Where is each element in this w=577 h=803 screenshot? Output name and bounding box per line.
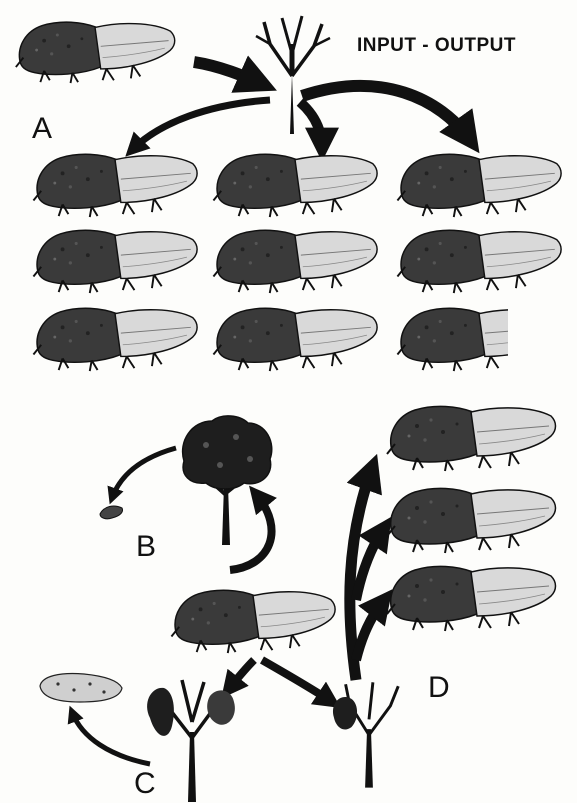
label-c: C bbox=[134, 767, 156, 800]
arrow-icon bbox=[112, 448, 176, 498]
beetle-icon bbox=[387, 566, 556, 631]
arrow-icon bbox=[300, 102, 322, 148]
larva-icon bbox=[40, 674, 122, 703]
beetle-icon bbox=[397, 154, 561, 217]
beetle-icon bbox=[171, 590, 335, 653]
diagram-title: INPUT - OUTPUT bbox=[357, 35, 516, 56]
label-d: D bbox=[428, 671, 450, 704]
beetle-icon bbox=[387, 406, 556, 471]
small-beetle-icon bbox=[100, 506, 123, 519]
dead-tree-icon bbox=[333, 682, 398, 787]
dead-tree-icon bbox=[256, 16, 330, 134]
beetle-icon bbox=[387, 488, 556, 553]
live-tree-icon bbox=[183, 416, 272, 545]
arrow-icon bbox=[356, 528, 384, 600]
beetle-icon bbox=[33, 308, 197, 371]
beetle-icon bbox=[213, 230, 377, 293]
arrow-icon bbox=[228, 660, 254, 690]
beetle-icon bbox=[213, 154, 377, 217]
arrow-icon bbox=[230, 494, 272, 570]
arrow-icon bbox=[356, 600, 384, 660]
dying-tree-icon bbox=[147, 680, 235, 802]
beetle-icon-cropped bbox=[397, 308, 561, 371]
beetle-icon bbox=[16, 22, 175, 83]
arrow-icon bbox=[194, 62, 262, 84]
arrow-icon bbox=[302, 86, 470, 140]
beetle-icon bbox=[397, 230, 561, 293]
beetle-icon bbox=[33, 230, 197, 293]
beetle-icon bbox=[213, 308, 377, 371]
arrow-icon bbox=[262, 660, 332, 702]
arrow-icon bbox=[132, 100, 270, 150]
beetle-icon bbox=[33, 154, 197, 217]
label-a: A bbox=[32, 112, 52, 145]
beetle-grid bbox=[33, 154, 561, 371]
arrow-icon bbox=[72, 712, 150, 764]
label-b: B bbox=[136, 530, 156, 563]
